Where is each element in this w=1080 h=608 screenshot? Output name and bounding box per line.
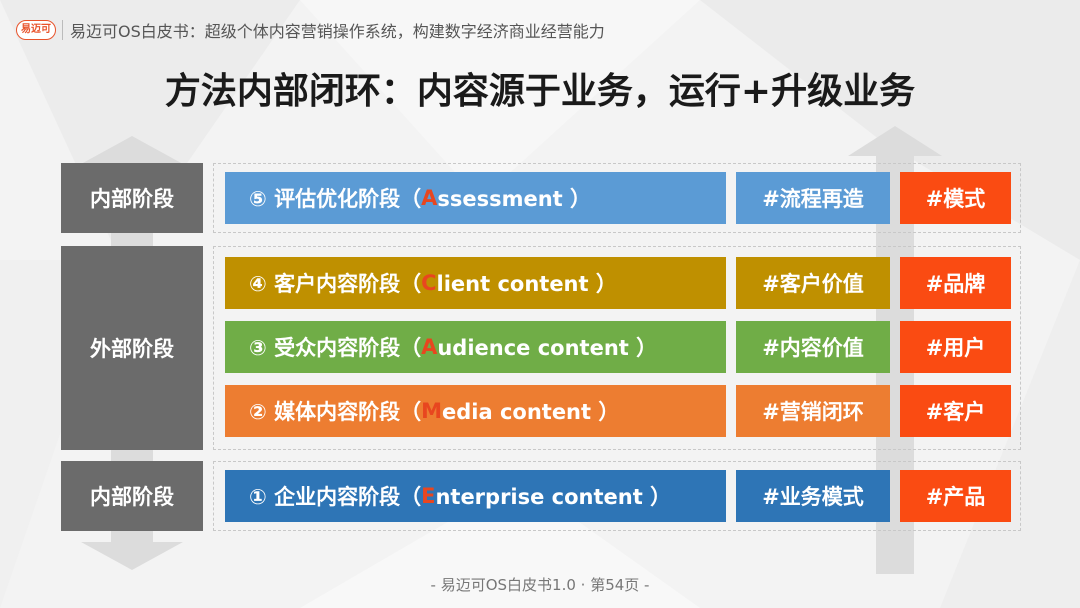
stage-external: 外部阶段: [61, 246, 203, 450]
header-subtitle: 易迈可OS白皮书：超级个体内容营销操作系统，构建数字经济商业经营能力: [70, 22, 605, 41]
group-frame-top: [213, 163, 1021, 233]
phase-label: ⑤ 评估优化阶段（: [249, 187, 422, 211]
tag-customer-value: #客户价值: [736, 257, 890, 309]
stage-internal-bottom: 内部阶段: [61, 461, 203, 531]
phase-initial: A: [421, 335, 438, 359]
group-frame-middle: [213, 246, 1021, 450]
phase-label-rest: nterprise content ）: [435, 485, 672, 509]
phase-initial: M: [421, 399, 442, 423]
tag-customer: #客户: [900, 385, 1011, 437]
tag-user: #用户: [900, 321, 1011, 373]
phase-initial: C: [421, 271, 437, 295]
tag-process-reengineering: #流程再造: [736, 172, 890, 224]
phase-label: ① 企业内容阶段（: [249, 485, 422, 509]
tag-marketing-loop: #营销闭环: [736, 385, 890, 437]
tag-model: #模式: [900, 172, 1011, 224]
brand-logo: 易迈可: [16, 20, 56, 40]
phase-label: ② 媒体内容阶段（: [249, 400, 422, 424]
phase-initial: E: [421, 484, 436, 508]
phase-label-rest: ssessment ）: [437, 187, 592, 211]
phase-label-rest: udience content ）: [437, 336, 658, 360]
tag-business-model: #业务模式: [736, 470, 890, 522]
stage-internal-top: 内部阶段: [61, 163, 203, 233]
group-frame-bottom: [213, 461, 1021, 531]
phase-label-rest: lient content ）: [436, 272, 617, 296]
phase-label: ④ 客户内容阶段（: [249, 272, 422, 296]
tag-brand: #品牌: [900, 257, 1011, 309]
page-title: 方法内部闭环：内容源于业务，运行+升级业务: [164, 71, 916, 112]
phase-initial: A: [421, 186, 438, 210]
right-upward-arrow: [848, 126, 942, 574]
tag-content-value: #内容价值: [736, 321, 890, 373]
phase-label: ③ 受众内容阶段（: [249, 336, 422, 360]
phase-label-rest: edia content ）: [442, 400, 620, 424]
header-divider: [62, 20, 63, 40]
tag-product: #产品: [900, 470, 1011, 522]
page-footer: - 易迈可OS白皮书1.0 · 第54页 -: [430, 576, 650, 594]
